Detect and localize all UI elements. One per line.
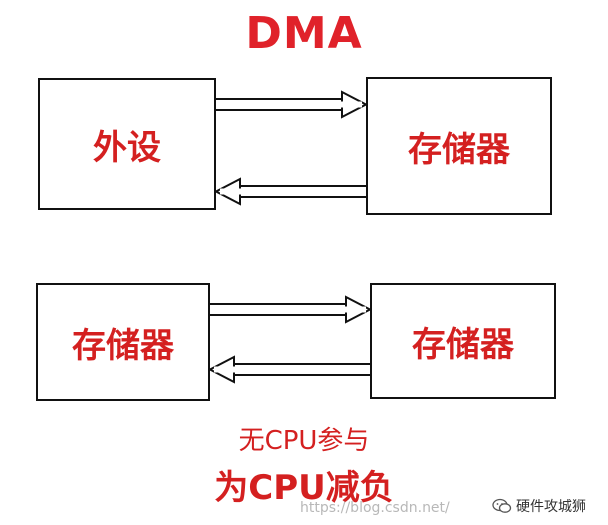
memory-label-bottom-left: 存储器 xyxy=(72,325,174,366)
watermark-url: https://blog.csdn.net/ xyxy=(300,500,450,516)
peripheral-label: 外设 xyxy=(93,127,161,168)
arrow-left-top xyxy=(213,177,366,206)
peripheral-box: 外设 xyxy=(38,78,216,210)
memory-label-top: 存储器 xyxy=(408,129,510,170)
wechat-icon xyxy=(492,498,512,513)
note-offload-cpu: 为CPU减负 xyxy=(214,468,394,508)
arrow-right-top xyxy=(216,90,369,119)
memory-box-bottom-right: 存储器 xyxy=(370,283,556,399)
brand-watermark: 硬件攻城狮 xyxy=(492,496,586,516)
brand-label: 硬件攻城狮 xyxy=(516,499,586,515)
note-no-cpu: 无CPU参与 xyxy=(238,426,370,456)
diagram-title: DMA xyxy=(245,8,363,59)
memory-box-top: 存储器 xyxy=(366,77,552,215)
memory-box-bottom-left: 存储器 xyxy=(36,283,210,401)
memory-label-bottom-right: 存储器 xyxy=(412,324,514,365)
arrow-left-bottom xyxy=(207,355,370,384)
arrow-right-bottom xyxy=(210,295,373,324)
